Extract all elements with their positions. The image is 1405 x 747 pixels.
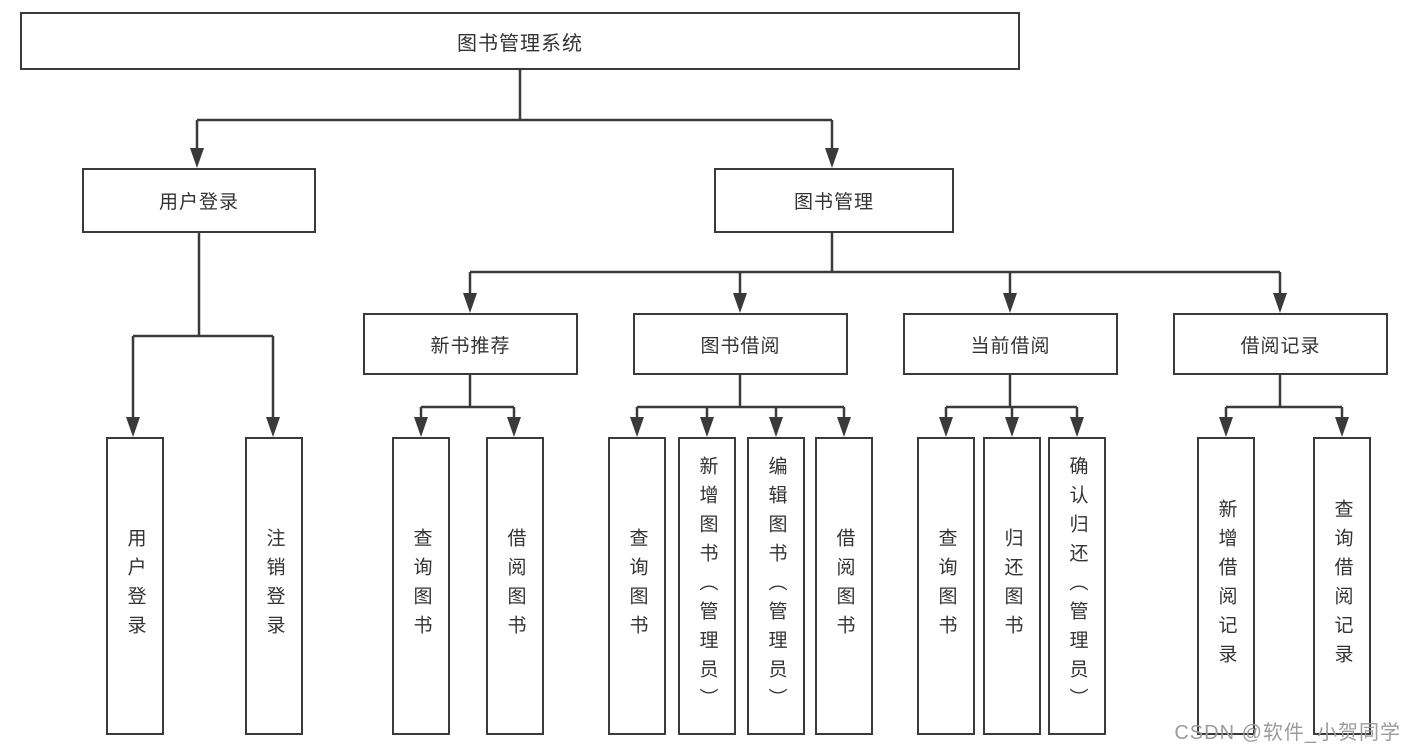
node-borrow-books-recommend: 借阅图书 — [486, 437, 544, 735]
node-new-book-recommendation: 新书推荐 — [363, 313, 578, 375]
arrow-down-icon — [733, 293, 747, 313]
node-label: 归还图书 — [1001, 528, 1023, 644]
node-logout-action: 注销登录 — [245, 437, 303, 735]
node-borrow-books-action: 借阅图书 — [815, 437, 873, 735]
node-label: 借阅记录 — [1240, 335, 1321, 357]
node-label: 新书推荐 — [430, 335, 511, 357]
node-label: 编辑图书（管理员） — [765, 455, 787, 717]
arrow-down-icon — [190, 148, 204, 168]
node-query-borrow-record: 查询借阅记录 — [1313, 437, 1371, 735]
node-label: 查询借阅记录 — [1331, 499, 1353, 673]
node-borrowing-records: 借阅记录 — [1173, 313, 1388, 375]
arrow-down-icon — [126, 417, 140, 437]
node-label: 查询图书 — [935, 528, 957, 644]
arrow-down-icon — [1003, 293, 1017, 313]
node-label: 图书借阅 — [700, 335, 781, 357]
arrow-down-icon — [463, 293, 477, 313]
arrow-down-icon — [1219, 417, 1233, 437]
node-query-books-current: 查询图书 — [917, 437, 975, 735]
node-label: 借阅图书 — [833, 528, 855, 644]
node-label: 新增借阅记录 — [1215, 499, 1237, 673]
node-root-library-system: 图书管理系统 — [20, 12, 1020, 70]
node-book-management: 图书管理 — [714, 168, 954, 233]
arrow-down-icon — [1335, 417, 1349, 437]
arrow-down-icon — [507, 417, 521, 437]
node-book-borrowing: 图书借阅 — [633, 313, 848, 375]
arrow-down-icon — [825, 148, 839, 168]
node-label: 查询图书 — [410, 528, 432, 644]
node-edit-book-admin: 编辑图书（管理员） — [747, 437, 805, 735]
node-label: 注销登录 — [263, 528, 285, 644]
node-return-books: 归还图书 — [983, 437, 1041, 735]
arrow-down-icon — [1070, 417, 1084, 437]
node-label: 新增图书（管理员） — [696, 455, 718, 717]
node-label: 确认归还（管理员） — [1066, 455, 1088, 717]
node-label: 图书管理系统 — [457, 32, 583, 55]
node-label: 图书管理 — [793, 192, 874, 213]
node-label: 用户登录 — [124, 528, 146, 644]
node-query-books-borrow: 查询图书 — [608, 437, 666, 735]
node-add-borrow-record: 新增借阅记录 — [1197, 437, 1255, 735]
arrow-down-icon — [1273, 293, 1287, 313]
node-query-books-recommend: 查询图书 — [392, 437, 450, 735]
watermark: CSDN @软件_小贺同学 — [1174, 722, 1401, 744]
node-label: 借阅图书 — [504, 528, 526, 644]
arrow-down-icon — [630, 417, 644, 437]
node-label: 查询图书 — [626, 528, 648, 644]
node-label: 当前借阅 — [970, 335, 1051, 357]
node-confirm-return-admin: 确认归还（管理员） — [1048, 437, 1106, 735]
arrow-down-icon — [414, 417, 428, 437]
node-user-login: 用户登录 — [82, 168, 316, 233]
node-add-book-admin: 新增图书（管理员） — [678, 437, 736, 735]
arrow-down-icon — [939, 417, 953, 437]
arrow-down-icon — [266, 417, 280, 437]
node-current-borrowing: 当前借阅 — [903, 313, 1118, 375]
arrow-down-icon — [837, 417, 851, 437]
arrow-down-icon — [700, 417, 714, 437]
arrow-down-icon — [769, 417, 783, 437]
node-label: 用户登录 — [158, 192, 239, 213]
node-user-login-action: 用户登录 — [106, 437, 164, 735]
arrow-down-icon — [1005, 417, 1019, 437]
